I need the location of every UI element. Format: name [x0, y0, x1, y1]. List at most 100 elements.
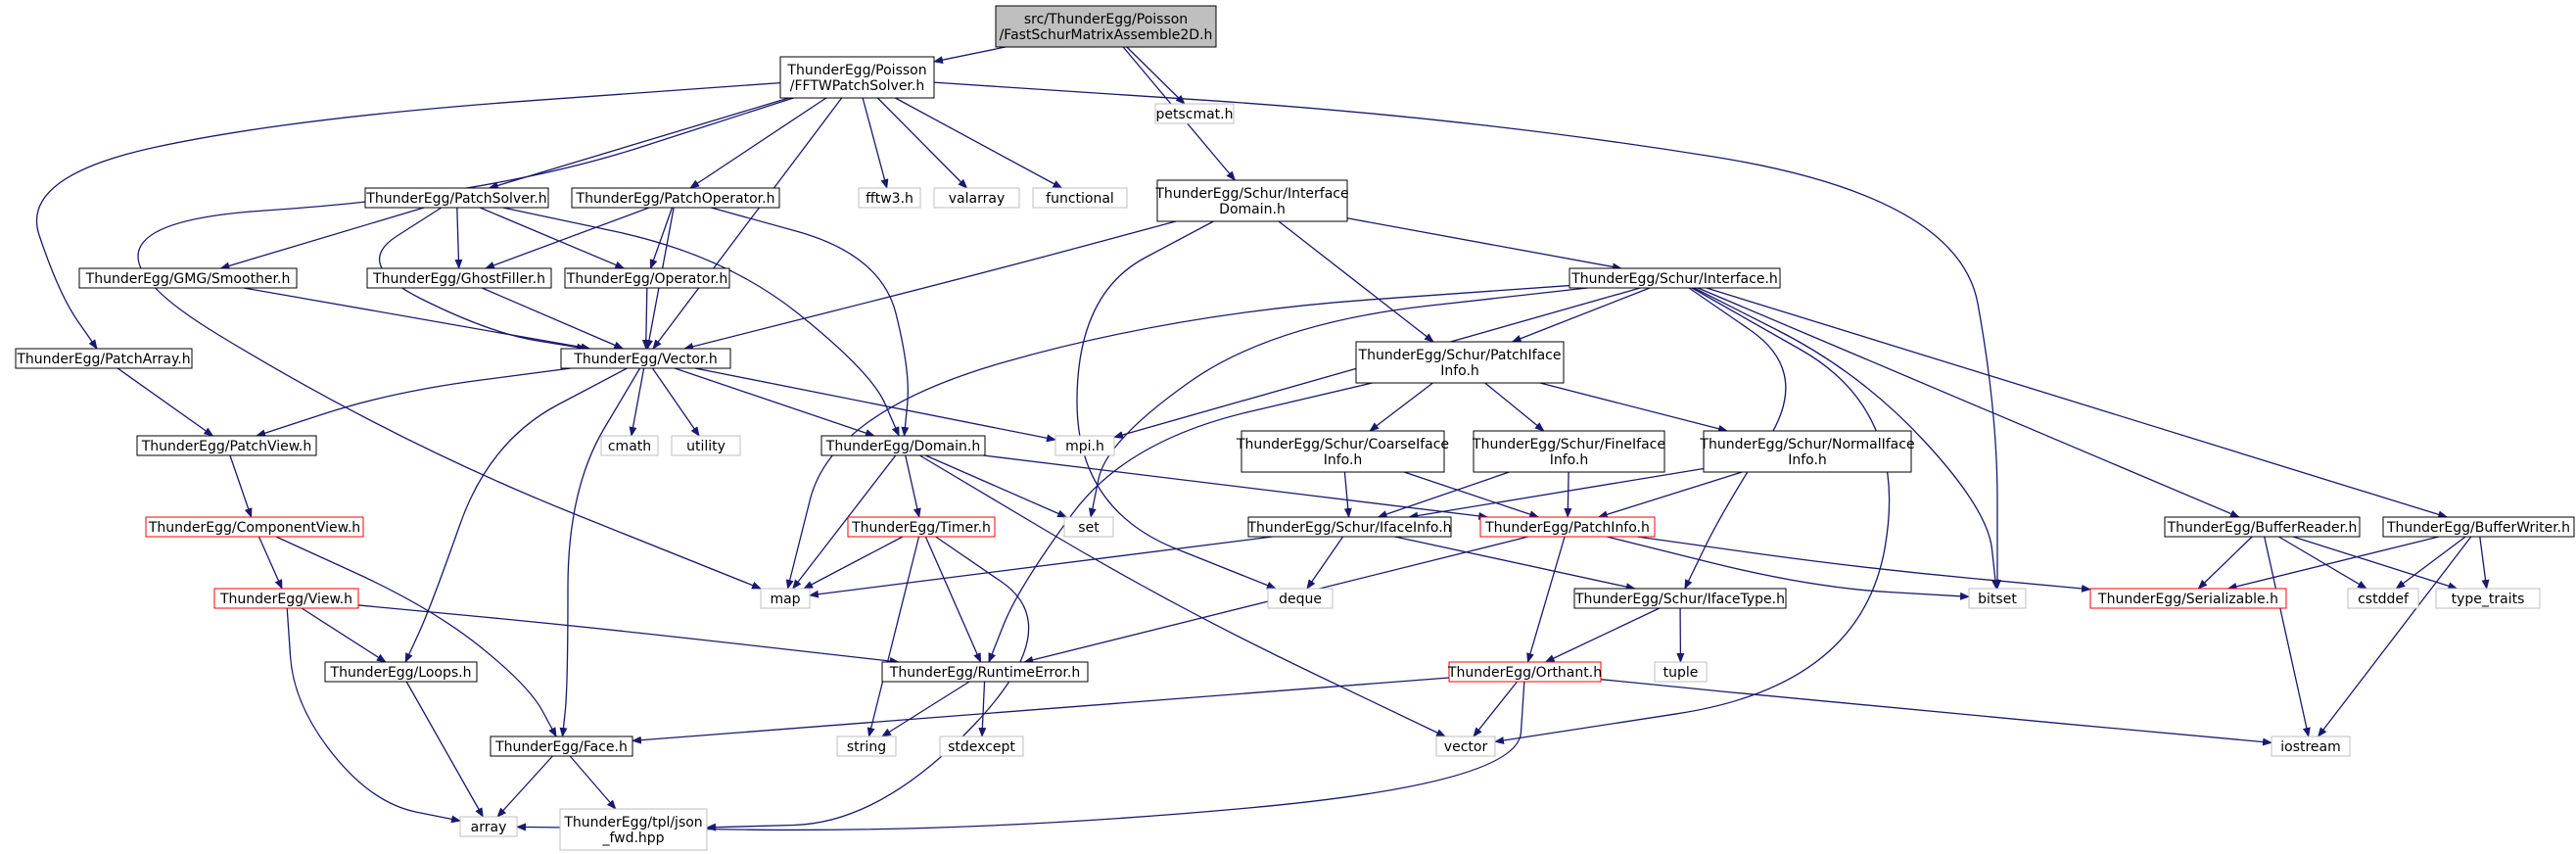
edge-timer-to-map	[803, 536, 904, 590]
node-interface[interactable]: ThunderEgg/Schur/Interface.h	[1569, 267, 1781, 289]
edge-line	[1346, 217, 1622, 271]
node-view[interactable]: ThunderEgg/View.h	[213, 588, 359, 609]
node-box	[1063, 516, 1114, 538]
node-loops[interactable]: ThunderEgg/Loops.h	[324, 661, 478, 683]
node-label: ThunderEgg/PatchArray.h	[16, 352, 190, 367]
node-runtimeerror[interactable]: ThunderEgg/RuntimeError.h	[881, 661, 1089, 683]
node-label: tuple	[1663, 665, 1699, 681]
node-bufferwriter[interactable]: ThunderEgg/BufferWriter.h	[2382, 516, 2575, 538]
node-ghostfiller[interactable]: ThunderEgg/GhostFiller.h	[366, 267, 552, 289]
edge-line	[479, 207, 626, 269]
edge-line	[1278, 220, 1434, 343]
node-set: set	[1063, 516, 1114, 538]
edge-orthant-to-iostream	[1600, 679, 2272, 746]
node-label: Info.h	[1440, 363, 1479, 379]
edge-vector-to-face	[559, 367, 641, 737]
node-label: string	[847, 739, 886, 755]
node-box	[2164, 516, 2361, 538]
node-box	[1156, 179, 1348, 222]
node-deque: deque	[1267, 588, 1334, 609]
node-ifaceinfo[interactable]: ThunderEgg/Schur/IfaceInfo.h	[1246, 516, 1452, 538]
node-label: ThunderEgg/ComponentView.h	[148, 520, 360, 536]
node-domain[interactable]: ThunderEgg/Domain.h	[820, 435, 986, 456]
node-box	[1241, 430, 1445, 473]
edge-interface-to-map	[785, 284, 1570, 590]
edge-line	[1607, 536, 1970, 600]
node-face[interactable]: ThunderEgg/Face.h	[490, 735, 633, 757]
node-timer[interactable]: ThunderEgg/Timer.h	[847, 516, 996, 538]
edge-fineifaceinfo-to-patchinfo	[1564, 471, 1572, 518]
edge-patchoperator-to-domain	[711, 207, 910, 437]
node-mpi: mpi.h	[1054, 435, 1115, 456]
node-array: array	[459, 816, 518, 837]
node-box	[145, 516, 364, 538]
node-iostream: iostream	[2271, 735, 2351, 757]
node-orthant[interactable]: ThunderEgg/Orthant.h	[1447, 661, 1602, 683]
edge-normalifaceinfo-to-patchinfo	[1597, 471, 1743, 519]
edge-line	[1597, 471, 1743, 519]
node-label: ThunderEgg/GhostFiller.h	[372, 271, 545, 287]
edge-face-to-json_fwd	[569, 755, 617, 810]
edge-line	[2226, 536, 2440, 591]
edge-vector-to-utility	[651, 367, 700, 437]
node-box	[858, 187, 921, 209]
edge-line	[496, 755, 553, 818]
edge-line	[641, 287, 650, 350]
edge-patchsolver-to-operator	[479, 207, 626, 269]
node-ifacetype[interactable]: ThunderEgg/Schur/IfaceType.h	[1573, 588, 1787, 609]
node-root[interactable]: src/ThunderEgg/Poisson/FastSchurMatrixAs…	[995, 5, 1217, 48]
node-patchsolver[interactable]: ThunderEgg/PatchSolver.h	[364, 187, 549, 209]
edge-line	[1600, 679, 2272, 746]
edge-line	[978, 681, 987, 737]
edge-vector-to-domain	[674, 367, 875, 437]
node-box	[1448, 661, 1602, 683]
edge-line	[933, 46, 1007, 65]
edge-interface-to-bufferwriter	[1706, 287, 2449, 519]
edge-line	[137, 97, 794, 590]
node-box	[1654, 661, 1708, 683]
edge-line	[488, 97, 789, 190]
node-serializable[interactable]: ThunderEgg/Serializable.h	[2089, 588, 2287, 609]
edge-line	[933, 81, 2001, 590]
node-box	[1435, 735, 1496, 757]
node-smoother[interactable]: ThunderEgg/GMG/Smoother.h	[78, 267, 298, 289]
node-patcharray[interactable]: ThunderEgg/PatchArray.h	[15, 348, 193, 369]
node-box	[1054, 435, 1115, 456]
edge-vector-to-patchview	[256, 367, 572, 438]
edge-interfacedomain-to-vector	[683, 220, 1177, 351]
node-box	[933, 187, 1020, 209]
node-patchview[interactable]: ThunderEgg/PatchView.h	[136, 435, 317, 456]
node-map: map	[760, 588, 811, 609]
node-bufferreader[interactable]: ThunderEgg/BufferReader.h	[2164, 516, 2361, 538]
edge-line	[485, 207, 650, 269]
edge-patchifaceinfo-to-normalifaceinfo	[1539, 382, 1729, 433]
edge-line	[1076, 220, 1277, 590]
edge-interfacedomain-to-deque	[1076, 220, 1277, 590]
edge-interface-to-set	[1088, 287, 1588, 518]
edge-patchview-to-componentview	[229, 454, 253, 518]
edge-line	[258, 536, 283, 590]
node-box	[366, 267, 552, 289]
node-componentview[interactable]: ThunderEgg/ComponentView.h	[145, 516, 364, 538]
node-patchoperator[interactable]: ThunderEgg/PatchOperator.h	[571, 187, 780, 209]
node-box	[1573, 588, 1787, 609]
node-label: ThunderEgg/Face.h	[494, 739, 628, 755]
node-fftwpatchsolver[interactable]: ThunderEgg/Poisson/FFTWPatchSolver.h	[779, 56, 935, 99]
edge-domain-to-patchinfo	[983, 454, 1489, 520]
node-label: src/ThunderEgg/Poisson	[1024, 12, 1188, 27]
edge-coarseifaceinfo-to-ifaceinfo	[1343, 471, 1352, 518]
edge-line	[1473, 681, 1519, 737]
node-operator[interactable]: ThunderEgg/Operator.h	[564, 267, 730, 289]
node-patchinfo[interactable]: ThunderEgg/PatchInfo.h	[1479, 516, 1656, 538]
edge-line	[649, 207, 674, 269]
node-label: type_traits	[2452, 592, 2525, 607]
node-vector[interactable]: ThunderEgg/Vector.h	[560, 348, 731, 369]
edge-fftwpatchsolver-to-map	[137, 97, 794, 590]
edge-loops-to-array	[405, 681, 484, 818]
edge-line	[881, 681, 970, 737]
